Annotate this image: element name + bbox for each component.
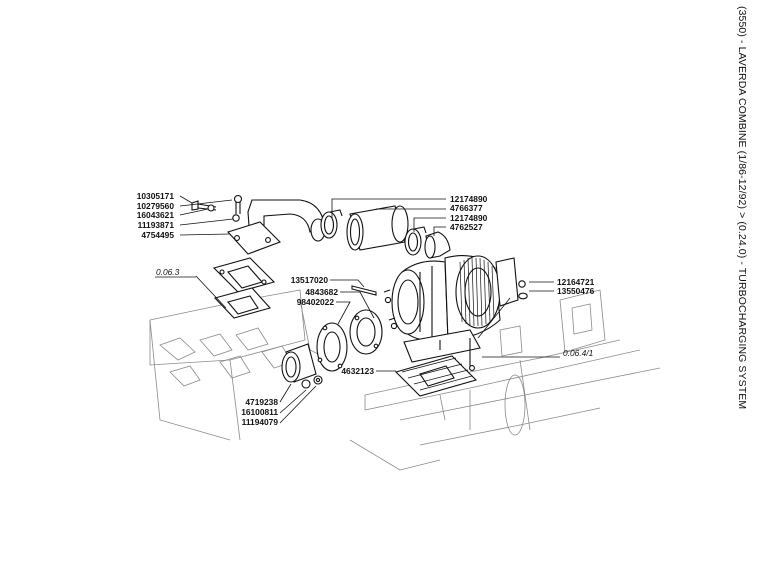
label-10305171: 10305171 xyxy=(137,191,175,201)
engine-manifold-outline xyxy=(149,289,331,441)
label-12164721: 12164721 xyxy=(557,277,595,287)
nut-11194079 xyxy=(313,375,323,385)
label-4754495: 4754495 xyxy=(141,230,174,240)
bolt-10279560 xyxy=(233,194,243,214)
label-16043621: 16043621 xyxy=(137,210,175,220)
leader-lines xyxy=(179,195,560,424)
hose-4766377 xyxy=(346,205,409,251)
reference-0-06-3: 0.06.3 xyxy=(156,267,180,277)
reference-0-06-4-1: 0.06.4/1 xyxy=(563,348,593,358)
stud-13517020 xyxy=(351,285,377,296)
label-10279560: 10279560 xyxy=(137,201,175,211)
elbow-4762527 xyxy=(424,231,451,259)
manifold-gasket xyxy=(212,257,276,319)
label-98402022: 98402022 xyxy=(297,297,335,307)
washer-16043621 xyxy=(207,204,215,212)
label-12174890-upper: 12174890 xyxy=(450,194,488,204)
hose-clamp-12174890-upper xyxy=(320,209,343,239)
turbo-base-gasket-4632123 xyxy=(394,355,478,397)
page-title: (3550) - LAVERDA COMBINE (1/86-12/92) > … xyxy=(736,6,748,410)
outlet-pipe-4719238 xyxy=(281,343,317,383)
label-4843682: 4843682 xyxy=(305,287,338,297)
label-4766377: 4766377 xyxy=(450,203,483,213)
part-number-labels: 10305171 10279560 16043621 11193871 4754… xyxy=(137,191,595,427)
label-16100811: 16100811 xyxy=(241,407,278,417)
washer-16100811 xyxy=(301,379,311,389)
label-4762527: 4762527 xyxy=(450,222,483,232)
label-12174890-lower: 12174890 xyxy=(450,213,488,223)
label-11193871: 11193871 xyxy=(138,220,175,230)
turbocharger-outlet-studs xyxy=(383,289,398,330)
nut-11193871 xyxy=(232,214,240,222)
label-13517020: 13517020 xyxy=(291,275,329,285)
exhaust-elbow-pipe xyxy=(227,199,326,255)
turbocharger-turbine xyxy=(444,255,519,341)
turbocharger-flange-base xyxy=(403,329,481,371)
label-4632123: 4632123 xyxy=(341,366,374,376)
flange-ring-98402022 xyxy=(316,322,348,372)
washer-13550476 xyxy=(518,292,528,300)
turbocharger-compressor xyxy=(391,260,449,342)
gasket-ring-4843682 xyxy=(349,309,383,355)
label-4719238: 4719238 xyxy=(245,397,278,407)
label-13550476: 13550476 xyxy=(557,286,595,296)
fitting-12164721 xyxy=(518,280,526,288)
label-11194079: 11194079 xyxy=(242,417,279,427)
hose-clamp-12174890-lower xyxy=(404,226,427,256)
